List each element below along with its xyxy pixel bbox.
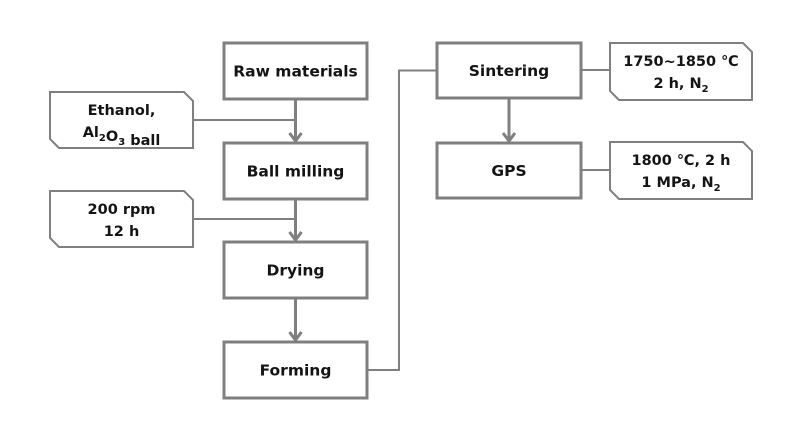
condition-line-2: 12 h — [104, 224, 140, 240]
condition-sintering-params: 1750~1850 ℃ 2 h, N2 — [609, 42, 753, 101]
condition-box — [609, 42, 753, 101]
text-run: Ethanol, — [88, 103, 156, 119]
subscript: 2 — [714, 183, 721, 194]
step-gps: GPS — [435, 141, 583, 200]
step-label: Forming — [260, 362, 332, 380]
condition-line-2: 1 MPa, N2 — [641, 175, 720, 194]
arrowhead — [288, 231, 303, 243]
subscript: 2 — [99, 133, 106, 144]
step-forming: Forming — [222, 340, 369, 400]
text-run: O — [106, 129, 118, 145]
condition-milling-params: 200 rpm 12 h — [49, 190, 194, 248]
edge-drying-to-forming — [288, 298, 303, 343]
step-sintering: Sintering — [435, 41, 583, 100]
step-label: Drying — [266, 262, 324, 280]
condition-gps-params: 1800 ℃, 2 h 1 MPa, N2 — [609, 141, 753, 200]
condition-box — [609, 141, 753, 200]
step-box — [222, 141, 369, 201]
arrowhead — [288, 132, 303, 144]
condition-milling-media: Ethanol, Al2O3 ball — [49, 91, 194, 149]
step-label: Sintering — [469, 62, 550, 80]
text-run: ball — [125, 133, 160, 149]
condition-box — [49, 91, 194, 149]
step-raw-materials: Raw materials — [222, 41, 369, 101]
subscript: 3 — [118, 137, 125, 148]
edge-forming-to-sintering — [367, 69, 437, 371]
step-box — [222, 240, 369, 300]
elbow-connector — [367, 69, 437, 371]
step-drying: Drying — [222, 240, 369, 300]
text-run: 2 h, N — [653, 76, 701, 92]
text-run: 1800 ℃, 2 h — [632, 153, 731, 169]
step-box — [435, 141, 583, 200]
condition-line-2: Al2O3 ball — [83, 125, 161, 149]
condition-box — [49, 190, 194, 248]
edge-raw-materials-to-ball-milling — [288, 99, 303, 144]
arrowhead — [288, 331, 303, 343]
condition-line-1: 1800 ℃, 2 h — [632, 153, 731, 169]
step-label: GPS — [491, 162, 526, 180]
text-run: 12 h — [104, 224, 140, 240]
connectors — [193, 69, 610, 371]
edge-sintering-to-gps — [501, 98, 517, 144]
arrowhead — [501, 132, 517, 144]
step-label: Ball milling — [247, 163, 345, 181]
condition-line-1: Ethanol, — [88, 103, 156, 119]
step-box — [222, 340, 369, 400]
text-run: Al — [83, 125, 99, 141]
edge-ball-milling-to-drying — [288, 199, 303, 243]
text-run: 1750~1850 ℃ — [623, 54, 738, 70]
condition-line-2: 2 h, N2 — [653, 76, 708, 95]
condition-line-1: 1750~1850 ℃ — [623, 54, 738, 70]
text-run: 200 rpm — [88, 202, 156, 218]
step-box — [435, 41, 583, 100]
condition-line-1: 200 rpm — [88, 202, 156, 218]
step-label: Raw materials — [233, 63, 358, 81]
step-ball-milling: Ball milling — [222, 141, 369, 201]
text-run: 1 MPa, N — [641, 175, 713, 191]
subscript: 2 — [702, 84, 709, 95]
step-box — [222, 41, 369, 101]
